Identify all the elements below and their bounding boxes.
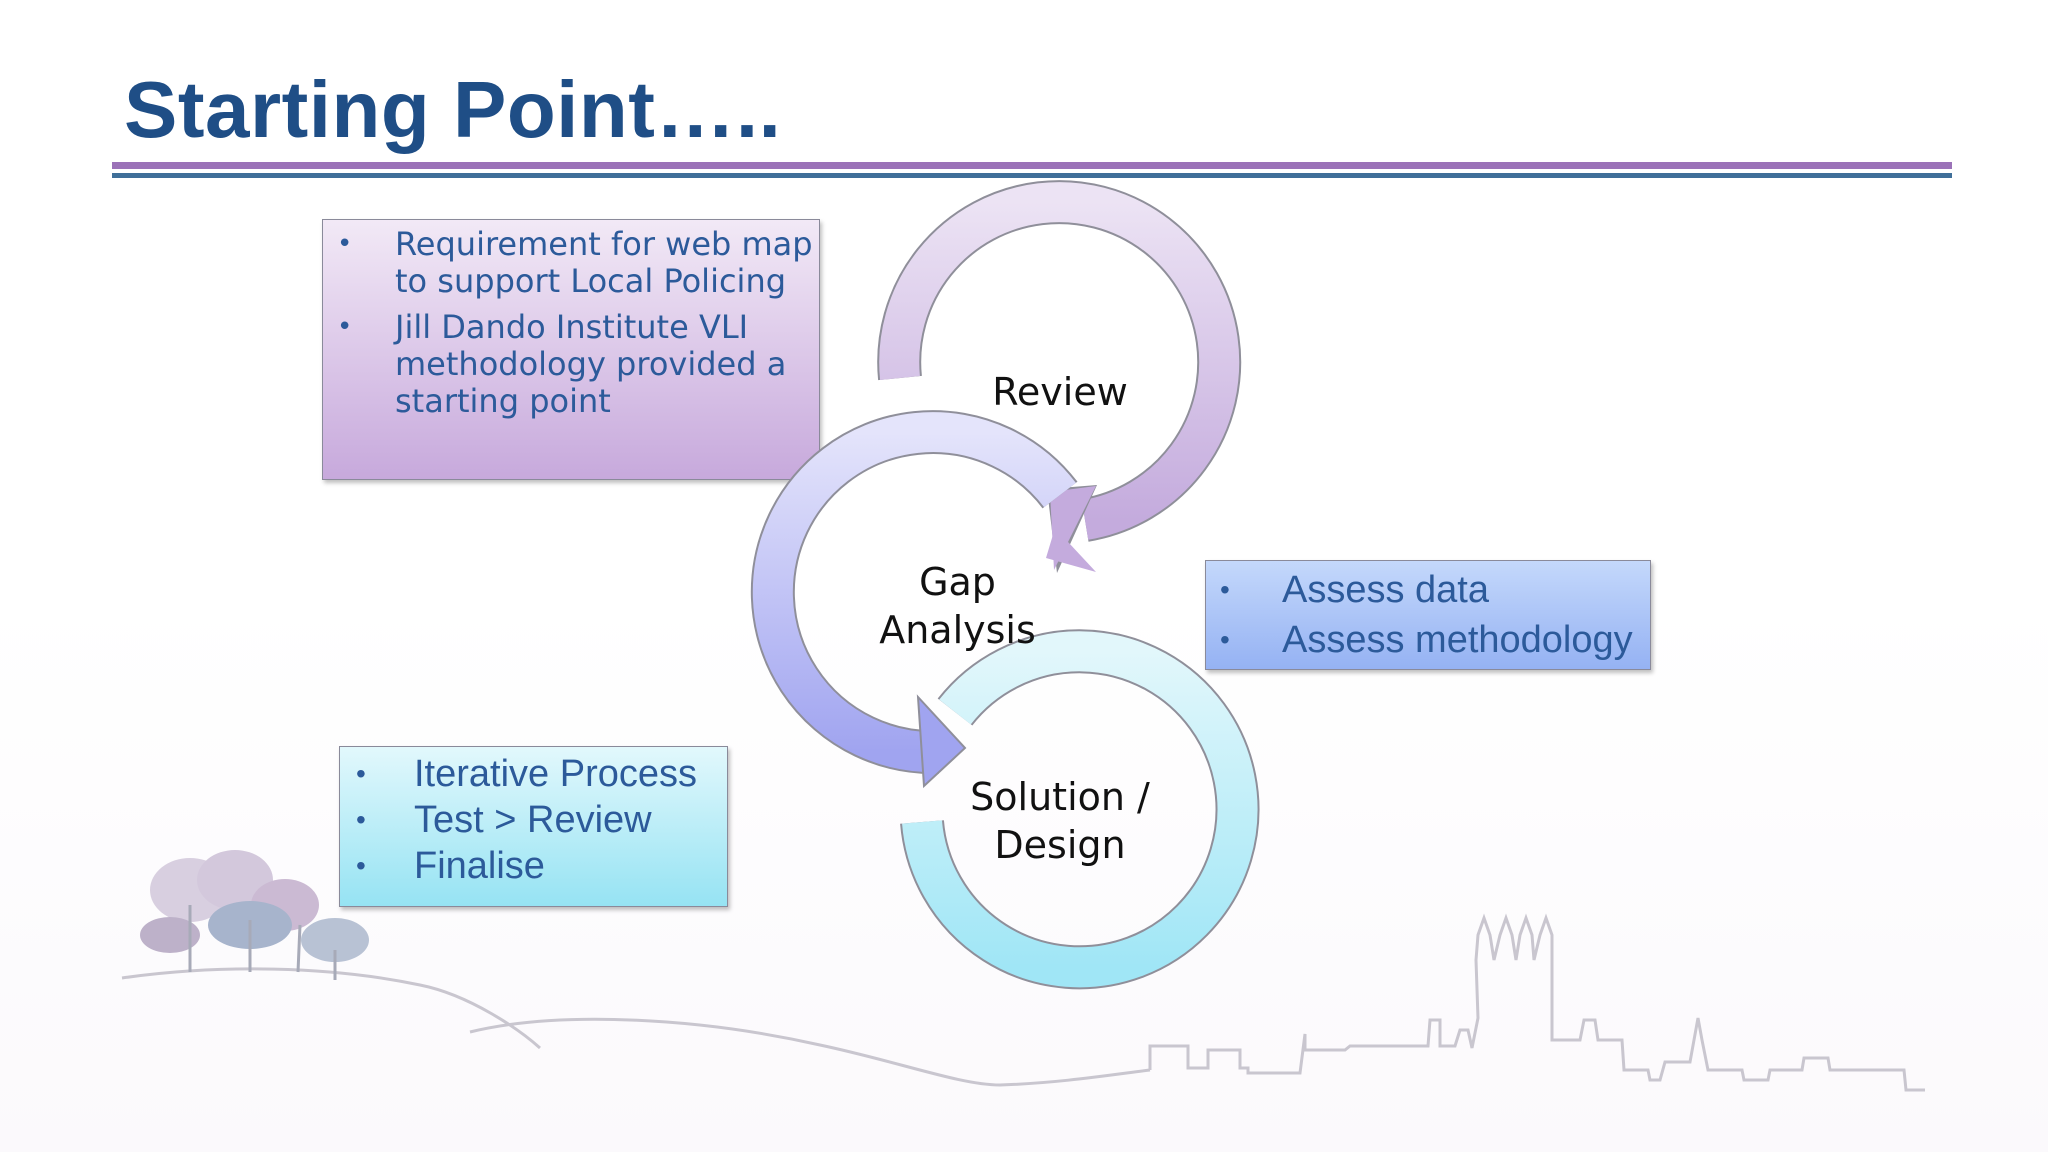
- review-label-text: Review: [992, 370, 1128, 414]
- list-item: • Test > Review: [356, 797, 727, 843]
- solution-design-label: Solution / Design: [940, 773, 1180, 869]
- list-item: • Iterative Process: [356, 751, 727, 797]
- iterative-textbox: • Iterative Process • Test > Review • Fi…: [339, 746, 728, 907]
- requirement-list: • Requirement for web map to support Loc…: [323, 220, 819, 420]
- title-rule-blue: [112, 173, 1952, 178]
- solution-design-arrow: [900, 629, 1260, 990]
- iterative-list: • Iterative Process • Test > Review • Fi…: [340, 747, 727, 889]
- bullet-text: Finalise: [414, 845, 545, 887]
- trees: [140, 850, 369, 980]
- bullet-icon: •: [356, 850, 366, 881]
- bullet-icon: •: [1220, 624, 1230, 655]
- slide-title: Starting Point…..: [124, 65, 782, 154]
- skyline-line: [1148, 913, 1925, 1092]
- assess-textbox: • Assess data • Assess methodology: [1205, 560, 1651, 670]
- assess-list: • Assess data • Assess methodology: [1206, 561, 1650, 665]
- list-item: • Requirement for web map to support Loc…: [337, 226, 819, 300]
- gap-label-line1: Gap: [919, 560, 996, 604]
- list-item: • Assess methodology: [1220, 615, 1650, 665]
- bullet-text: Iterative Process: [414, 753, 697, 795]
- bullet-icon: •: [356, 804, 366, 835]
- list-item: • Assess data: [1220, 565, 1650, 615]
- bullet-text: Requirement for web map to support Local…: [395, 225, 813, 300]
- gap-analysis-arrow: [750, 410, 1078, 789]
- bullet-icon: •: [337, 229, 353, 259]
- bullet-icon: •: [337, 312, 353, 342]
- bullet-text: Assess data: [1282, 569, 1489, 611]
- review-label: Review: [960, 368, 1160, 416]
- bullet-text: Jill Dando Institute VLI methodology pro…: [395, 308, 787, 420]
- solution-label-line1: Solution /: [970, 775, 1150, 819]
- list-item: • Finalise: [356, 843, 727, 889]
- list-item: • Jill Dando Institute VLI methodology p…: [337, 309, 819, 420]
- gap-analysis-label: Gap Analysis: [850, 558, 1065, 654]
- hill-line: [121, 967, 542, 1050]
- solution-label-line2: Design: [994, 823, 1126, 867]
- bullet-icon: •: [1220, 574, 1230, 605]
- gap-label-line2: Analysis: [879, 608, 1036, 652]
- requirement-textbox: • Requirement for web map to support Loc…: [322, 219, 820, 480]
- bullet-icon: •: [356, 758, 366, 789]
- bullet-text: Assess methodology: [1282, 619, 1633, 661]
- bullet-text: Test > Review: [414, 799, 652, 841]
- ground-line: [469, 1017, 1151, 1087]
- title-rule-purple: [112, 162, 1952, 169]
- review-arrow: [877, 180, 1242, 573]
